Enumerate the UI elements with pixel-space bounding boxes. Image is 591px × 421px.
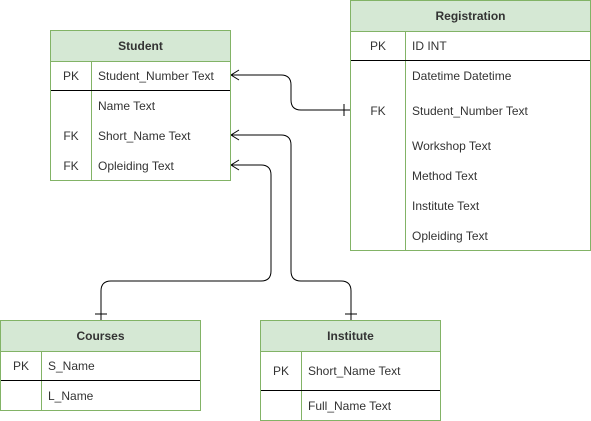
field-short-name[interactable]: Short_Name Text [308,364,401,378]
pk-divider [261,390,440,391]
connector-student-registration [231,74,350,111]
column-divider [405,31,406,251]
key-badge [351,221,405,251]
field-l-name[interactable]: L_Name [48,389,94,403]
field-full-name[interactable]: Full_Name Text [308,399,392,413]
column-divider [41,351,42,411]
key-badge [351,161,405,191]
institute-table[interactable]: Institute PK Short_Name Text Full_Name T… [260,320,441,421]
key-badge: PK [62,69,79,83]
crowfoot-many-icon [230,69,240,81]
field-datetime[interactable]: Datetime Datetime [412,69,512,83]
key-badge: PK [369,39,386,53]
pk-divider [1,380,200,381]
courses-table[interactable]: Courses PK S_Name L_Name [0,320,201,411]
student-table-title: Student [51,31,230,62]
column-divider [91,61,92,181]
field-opleiding[interactable]: Opleiding Text [412,229,488,243]
connector-student-institute [231,134,352,320]
field-workshop[interactable]: Workshop Text [412,139,491,153]
field-short-name[interactable]: Short_Name Text [98,129,191,143]
field-student-number[interactable]: Student_Number Text [412,104,528,118]
key-badge: FK [370,104,386,118]
field-s-name[interactable]: S_Name [48,359,95,373]
connector-student-courses [100,164,272,320]
key-badge: PK [12,359,29,373]
key-badge [51,91,91,121]
key-badge [351,191,405,221]
key-badge: PK [272,364,289,378]
field-student-number[interactable]: Student_Number Text [98,69,214,83]
registration-table[interactable]: Registration PK ID INT Datetime Datetime… [350,0,591,251]
field-opleiding[interactable]: Opleiding Text [98,159,174,173]
student-table[interactable]: Student PK Student_Number Text Name Text… [50,30,231,181]
crowfoot-many-icon [230,129,240,141]
field-method[interactable]: Method Text [412,169,478,183]
key-badge [351,61,405,91]
registration-table-title: Registration [351,1,590,32]
key-badge [351,131,405,161]
institute-table-title: Institute [261,321,440,352]
crowfoot-many-icon [230,159,240,171]
pk-divider [51,90,230,91]
pk-divider [351,60,590,61]
field-institute[interactable]: Institute Text [412,199,480,213]
field-id[interactable]: ID INT [412,39,447,53]
key-badge [261,391,301,421]
courses-table-title: Courses [1,321,200,352]
key-badge: FK [63,129,79,143]
field-name[interactable]: Name Text [98,99,156,113]
key-badge [1,381,41,411]
column-divider [301,351,302,421]
key-badge: FK [63,159,79,173]
